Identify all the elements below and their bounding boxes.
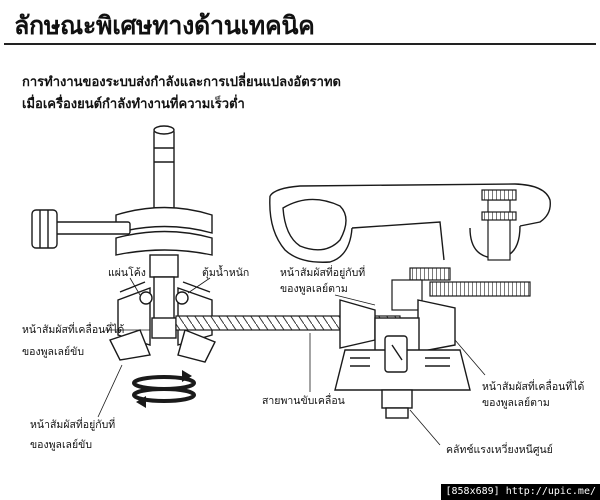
- label-driven-movable-face: หน้าสัมผัสที่เคลื่อนที่ได้ ของพูลเลย์ตาม: [482, 380, 584, 410]
- rear-frame: [269, 183, 551, 263]
- label-drive-fixed-line-1: หน้าสัมผัสที่อยู่กับที่: [30, 419, 116, 431]
- label-drive-movable-face: หน้าสัมผัสที่เคลื่อนที่ได้ ของพูลเลย์ขับ: [22, 323, 124, 359]
- label-drive-movable-line-2: ของพูลเลย์ขับ: [22, 346, 84, 358]
- crankshaft: [31, 125, 213, 338]
- label-ramp-plate: แผ่นโค้ง: [108, 267, 146, 279]
- watermark: [858x689] http://upic.me/: [441, 484, 600, 500]
- page-title: ลักษณะพิเศษทางด้านเทคนิค: [14, 11, 315, 40]
- rotation-arrow-icon: [132, 370, 196, 408]
- driven-pulley: [334, 299, 471, 419]
- label-driven-movable-line-1: หน้าสัมผัสที่เคลื่อนที่ได้: [482, 381, 585, 393]
- label-belt: สายพานขับเคลื่อน: [262, 395, 345, 407]
- subtitle-line-1: การทำงานของระบบส่งกำลังและการเปลี่ยนแปลง…: [22, 75, 341, 90]
- label-driven-fixed-line-2: ของพูลเลย์ตาม: [280, 283, 348, 295]
- section-subtitle: การทำงานของระบบส่งกำลังและการเปลี่ยนแปลง…: [22, 72, 582, 116]
- label-weight: ตุ้มน้ำหนัก: [202, 267, 250, 279]
- label-drive-fixed-face: หน้าสัมผัสที่อยู่กับที่ ของพูลเลย์ขับ: [30, 418, 115, 452]
- title-rule: [4, 43, 596, 45]
- label-driven-fixed-line-1: หน้าสัมผัสที่อยู่กับที่: [280, 267, 366, 279]
- subtitle-line-2: เมื่อเครื่องยนต์กำลังทำงานที่ความเร็วต่ำ: [22, 97, 245, 112]
- label-drive-movable-line-1: หน้าสัมผัสที่เคลื่อนที่ได้: [22, 324, 125, 336]
- leader-lines: [97, 277, 486, 446]
- page-header: ลักษณะพิเศษทางด้านเทคนิค: [0, 0, 600, 46]
- label-driven-movable-line-2: ของพูลเลย์ตาม: [482, 397, 550, 409]
- label-centrifugal-clutch: คลัทช์แรงเหวี่ยงหนีศูนย์: [446, 444, 553, 456]
- label-drive-fixed-line-2: ของพูลเลย์ขับ: [30, 439, 92, 451]
- label-driven-fixed-face: หน้าสัมผัสที่อยู่กับที่ ของพูลเลย์ตาม: [280, 266, 365, 296]
- final-drive-gears: [391, 189, 531, 311]
